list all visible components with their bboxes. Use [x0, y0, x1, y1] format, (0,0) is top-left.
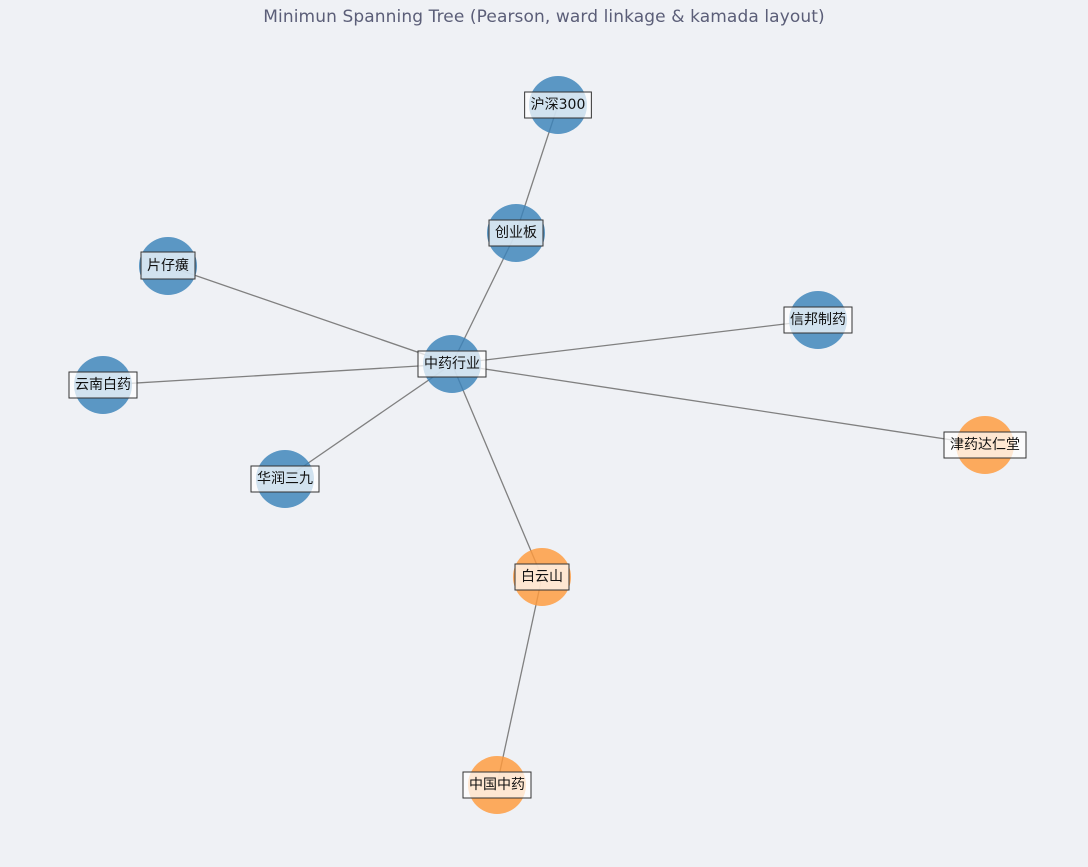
- node-label-text: 中药行业: [424, 356, 480, 372]
- node-label-box: [417, 350, 487, 378]
- node-label-box: [68, 371, 138, 399]
- node-label-text: 津药达仁堂: [950, 437, 1020, 453]
- nodes-layer: [74, 76, 1014, 814]
- node-label-box: [524, 91, 592, 119]
- node-label-text: 片仔癀: [147, 257, 189, 274]
- node-label-cyb: 创业板: [488, 219, 544, 247]
- edge-ynby-zyhy: [102, 363, 453, 386]
- node-label-hs300: 沪深300: [524, 91, 592, 119]
- node-label-zgzy: 中国中药: [462, 771, 532, 799]
- node-label-text: 创业板: [495, 225, 537, 241]
- node-label-xbzy: 信邦制药: [783, 306, 853, 334]
- node-label-text: 云南白药: [75, 377, 131, 393]
- node-label-text: 信邦制药: [790, 312, 846, 328]
- node-label-box: [140, 251, 196, 280]
- node-label-pzh: 片仔癀: [140, 251, 196, 280]
- node-label-hrsj: 华润三九: [250, 465, 320, 493]
- edges-layer: [102, 104, 986, 786]
- node-label-ynby: 云南白药: [68, 371, 138, 399]
- node-label-text: 沪深300: [531, 97, 586, 113]
- node-label-zyhy: 中药行业: [417, 350, 487, 378]
- edge-zgzy-bys: [496, 576, 543, 786]
- node-label-box: [783, 306, 853, 334]
- node-label-box: [250, 465, 320, 493]
- node-label-bys: 白云山: [514, 563, 570, 591]
- node-label-box: [514, 563, 570, 591]
- node-label-jydrt: 津药达仁堂: [943, 431, 1027, 459]
- node-label-text: 白云山: [521, 569, 563, 585]
- edge-hrsj-zyhy: [284, 363, 453, 480]
- edge-jydrt-zyhy: [451, 363, 986, 446]
- edge-pzh-zyhy: [167, 265, 453, 365]
- node-label-text: 中国中药: [469, 777, 525, 793]
- node-label-box: [462, 771, 532, 799]
- node-label-text: 华润三九: [257, 471, 313, 487]
- edge-xbzy-zyhy: [451, 319, 819, 365]
- edge-bys-zyhy: [451, 363, 543, 578]
- chart-title: Minimun Spanning Tree (Pearson, ward lin…: [263, 7, 825, 27]
- node-label-box: [943, 431, 1027, 459]
- node-label-box: [488, 219, 544, 247]
